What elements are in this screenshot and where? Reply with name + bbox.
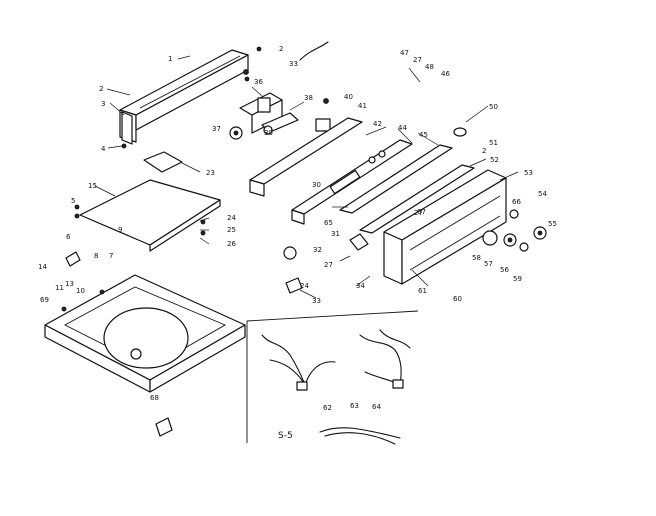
timer-bracket-part — [229, 92, 299, 140]
callout-4: 4 — [101, 145, 106, 153]
wiring-inset — [246, 310, 419, 445]
inset-label: S-5 — [278, 431, 293, 441]
callout-24: 24 — [227, 214, 236, 222]
callout-66: 66 — [512, 198, 521, 206]
control-housing-part — [383, 169, 507, 285]
callout-65: 65 — [324, 219, 333, 227]
callout-34: 34 — [356, 282, 365, 290]
callout-60: 60 — [453, 295, 462, 303]
wire-harness-part — [299, 41, 329, 61]
callout-67: 67 — [417, 208, 426, 216]
callout-44: 44 — [398, 124, 407, 132]
callout-7: 7 — [109, 252, 113, 260]
callout-47: 47 — [400, 49, 409, 57]
callout-10: 10 — [76, 287, 85, 295]
callout-64: 64 — [372, 403, 381, 411]
callout-2: 2 — [99, 85, 103, 93]
callout-26: 26 — [227, 240, 236, 248]
callout-31: 31 — [331, 230, 340, 238]
callout-41: 41 — [358, 102, 367, 110]
top-plate-part — [79, 151, 221, 252]
callout-48: 48 — [425, 63, 434, 71]
callout-59: 59 — [513, 275, 522, 283]
callout-42: 42 — [373, 120, 382, 128]
callout-23: 23 — [206, 169, 215, 177]
callout-33: 33 — [289, 60, 298, 68]
callout-69: 69 — [40, 296, 49, 304]
callout-40: 40 — [344, 93, 353, 101]
callout-51: 51 — [489, 139, 498, 147]
end-cap-part — [453, 127, 467, 137]
callout-54: 54 — [538, 190, 547, 198]
callout-36: 36 — [254, 78, 263, 86]
callout-61: 61 — [418, 287, 427, 295]
knob-assembly-part — [482, 209, 547, 252]
callout-labels: 1 2 2 2 3 4 5 6 7 8 9 10 11 13 14 15 23 … — [38, 45, 557, 441]
callout-52: 52 — [490, 156, 499, 164]
callout-58: 58 — [472, 254, 481, 262]
callout-3: 3 — [101, 100, 105, 108]
leader-lines — [94, 55, 519, 299]
callout-63: 63 — [350, 402, 359, 410]
callout-68: 68 — [150, 394, 159, 402]
callout-27: 27 — [324, 261, 333, 269]
switch-part — [315, 98, 331, 132]
callout-1: 1 — [168, 55, 172, 63]
hinge-part — [65, 204, 303, 294]
callout-8: 8 — [94, 252, 98, 260]
callout-2: 2 — [482, 147, 486, 155]
callout-11: 11 — [55, 284, 64, 292]
callout-5: 5 — [71, 197, 75, 205]
callout-46: 46 — [441, 70, 450, 78]
trim-strip-part — [339, 144, 475, 234]
top-cover-part — [119, 49, 249, 149]
small-screw-part — [244, 46, 262, 82]
tub-ring-part — [44, 274, 246, 393]
callout-6: 6 — [66, 233, 71, 241]
callout-37: 37 — [212, 125, 221, 133]
callout-14: 14 — [38, 263, 47, 271]
callout-2: 2 — [279, 45, 283, 53]
callout-39: 39 — [264, 129, 273, 137]
callout-9: 9 — [118, 226, 122, 234]
callout-25: 25 — [227, 226, 236, 234]
callout-30: 30 — [312, 181, 321, 189]
callout-56: 56 — [500, 266, 509, 274]
callout-13: 13 — [65, 280, 74, 288]
callout-53: 53 — [524, 169, 533, 177]
callout-50: 50 — [489, 103, 498, 111]
callout-27: 27 — [413, 56, 422, 64]
console-front-panel-part — [291, 139, 413, 225]
bracket-part — [155, 417, 173, 437]
callout-57: 57 — [484, 260, 493, 268]
callout-32: 32 — [313, 246, 322, 254]
callout-33: 33 — [312, 297, 321, 305]
callout-62: 62 — [323, 404, 332, 412]
callout-45: 45 — [419, 131, 428, 139]
console-back-panel-part — [249, 117, 363, 197]
callout-15: 15 — [88, 182, 97, 190]
callout-55: 55 — [548, 220, 557, 228]
knob-bracket-part — [283, 233, 369, 260]
callout-38: 38 — [304, 94, 313, 102]
callout-27: 27 — [414, 209, 423, 217]
callout-24: 24 — [300, 282, 309, 290]
